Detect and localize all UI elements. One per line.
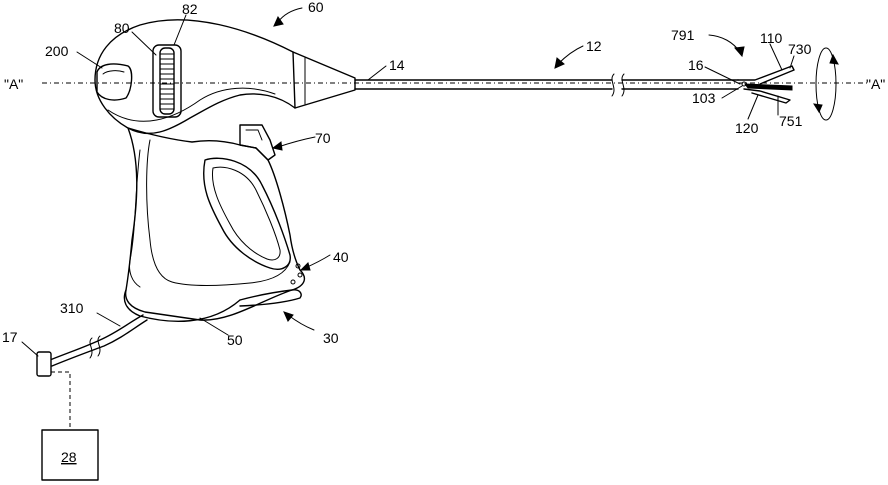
label-40: 40 bbox=[333, 249, 349, 265]
label-730: 730 bbox=[788, 41, 812, 57]
rotation-arrow-head-bottom bbox=[814, 104, 822, 112]
upper-jaw-110 bbox=[738, 66, 794, 84]
axis-label-right: "A" bbox=[866, 76, 885, 92]
rotation-knob-housing bbox=[153, 45, 181, 117]
label-14: 14 bbox=[389, 57, 405, 73]
label-751: 751 bbox=[779, 113, 803, 129]
cartridge-jaw bbox=[745, 84, 792, 90]
label-28: 28 bbox=[61, 449, 77, 465]
cable-310-top bbox=[50, 315, 143, 360]
button-200-inner bbox=[103, 71, 124, 74]
label-50: 50 bbox=[227, 332, 243, 348]
label-310: 310 bbox=[60, 300, 84, 316]
nose-cone bbox=[293, 52, 355, 108]
leader-lines bbox=[22, 8, 794, 356]
lower-jaw-120 bbox=[744, 89, 790, 103]
label-110: 110 bbox=[760, 30, 783, 46]
trigger-detail bbox=[246, 130, 262, 140]
handle-back-spine bbox=[129, 150, 140, 287]
label-70: 70 bbox=[315, 130, 331, 146]
grip-window-inner bbox=[212, 167, 280, 260]
connector-link-dashed bbox=[51, 372, 70, 430]
handle-base-50 bbox=[124, 290, 240, 321]
label-80: 80 bbox=[114, 20, 130, 36]
pivot-40-b bbox=[298, 273, 302, 277]
grip-window bbox=[204, 158, 291, 269]
connector-17 bbox=[37, 352, 51, 376]
rotation-arrow-head-top bbox=[830, 55, 838, 64]
label-12: 12 bbox=[586, 38, 602, 54]
label-82: 82 bbox=[182, 1, 198, 17]
label-30: 30 bbox=[323, 330, 339, 346]
housing-inner-contour bbox=[108, 88, 275, 121]
label-791: 791 bbox=[671, 27, 695, 43]
cable-310-bottom bbox=[52, 320, 147, 366]
button-200 bbox=[97, 64, 132, 100]
shaft-break-right bbox=[622, 74, 624, 96]
label-17: 17 bbox=[2, 329, 18, 345]
label-200: 200 bbox=[45, 43, 69, 59]
axis-label-left: "A" bbox=[4, 76, 23, 92]
rotation-knob-ridges bbox=[160, 54, 174, 109]
label-60: 60 bbox=[308, 0, 324, 15]
pivot-40-c bbox=[291, 280, 295, 284]
cable-break-right bbox=[98, 336, 100, 356]
label-120: 120 bbox=[735, 120, 759, 136]
label-16: 16 bbox=[688, 57, 704, 73]
cable-break-left bbox=[90, 338, 92, 358]
label-103: 103 bbox=[692, 90, 716, 106]
housing-body-outline bbox=[95, 20, 295, 134]
shaft-break-left bbox=[612, 74, 614, 96]
